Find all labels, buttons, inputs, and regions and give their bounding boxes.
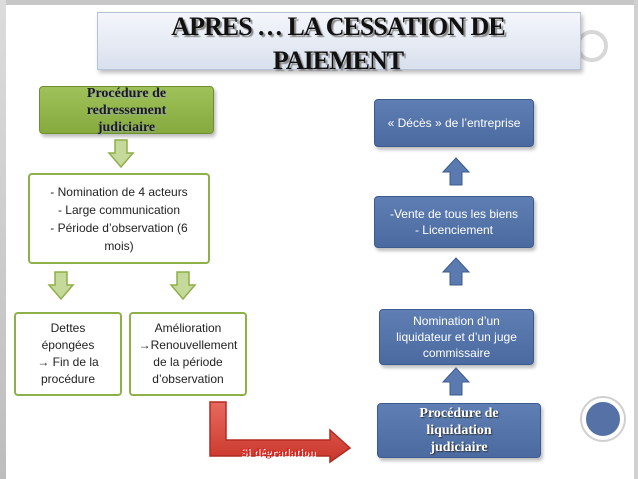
down-arrow-icon — [107, 139, 135, 169]
decorative-circle-bottom-right — [582, 398, 624, 440]
slide-right-border — [634, 0, 638, 479]
slide-top-border — [0, 0, 638, 5]
vente-licenciement-box: -Vente de tous les biens - Licenciement — [374, 196, 534, 248]
title-line-1: APRES … LA CESSATION DE — [171, 12, 505, 41]
deces-entreprise-box: « Décès » de l’entreprise — [374, 99, 534, 147]
title-banner — [97, 12, 581, 70]
procedure-redressement-box: Procédure de redressement judiciaire — [39, 86, 214, 135]
procedure-liquidation-box: Procédure de liquidation judiciaire — [377, 403, 541, 458]
slide-left-border — [0, 0, 6, 479]
amelioration-box: Amélioration →Renouvellement de la pério… — [129, 312, 247, 396]
down-arrow-icon — [47, 271, 75, 301]
up-arrow-icon — [441, 157, 471, 186]
degradation-label: Si dégradation — [240, 445, 316, 459]
nomination-acteurs-box: - Nomination de 4 acteurs - Large commun… — [28, 173, 210, 264]
title-line-2: PAIEMENT — [272, 46, 404, 75]
down-arrow-icon — [169, 271, 197, 301]
degradation-arrow-icon — [209, 401, 352, 464]
up-arrow-icon — [441, 257, 471, 286]
dettes-epongees-box: Dettes épongées → Fin de la procédure — [14, 312, 122, 396]
up-arrow-icon — [441, 367, 471, 396]
nomination-liquidateur-box: Nomination d’un liquidateur et d’un juge… — [379, 309, 534, 365]
page-title: APRES … LA CESSATION DE PAIEMENT — [97, 10, 579, 78]
